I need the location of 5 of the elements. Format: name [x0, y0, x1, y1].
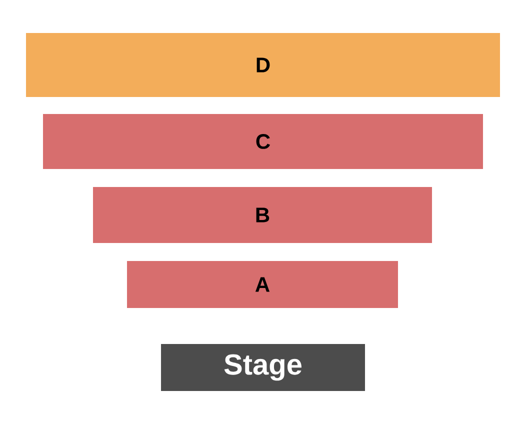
seating-section: A: [127, 260, 398, 308]
seating-section: B: [93, 187, 432, 243]
seating-section: D: [26, 33, 500, 97]
seating-section: C: [43, 114, 483, 169]
stage-block: Stage: [161, 344, 365, 391]
